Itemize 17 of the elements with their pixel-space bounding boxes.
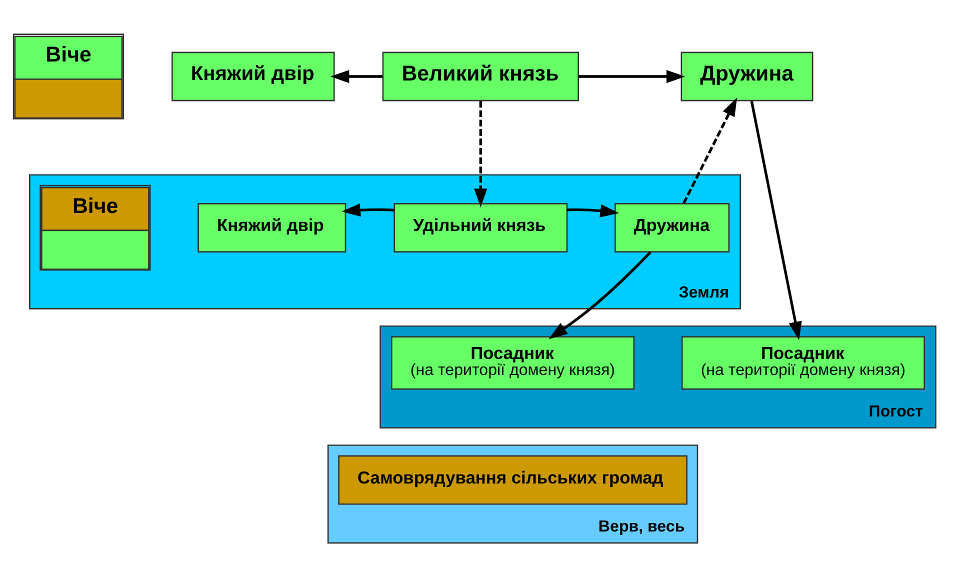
arrow bbox=[342, 203, 394, 216]
arrow bbox=[548, 250, 652, 339]
node-box: Посадник (на території домену князя) bbox=[391, 336, 635, 390]
node-box: Княжий двір bbox=[198, 202, 346, 252]
node-box: Великий князь bbox=[382, 51, 580, 101]
node-box: Княжий двір bbox=[172, 51, 335, 101]
arrow bbox=[330, 69, 382, 83]
arrow bbox=[566, 204, 620, 217]
node-box: Удільний князь bbox=[394, 202, 568, 252]
node-box: Дружина bbox=[614, 202, 730, 252]
arrow bbox=[578, 69, 686, 83]
node-box: Посадник (на території домену князя) bbox=[681, 336, 926, 390]
arrow bbox=[750, 100, 802, 340]
arrow bbox=[474, 100, 488, 207]
arrow bbox=[682, 96, 738, 204]
node-box: Дружина bbox=[680, 51, 814, 101]
node-box: Самоврядування сільських громад bbox=[338, 454, 688, 504]
